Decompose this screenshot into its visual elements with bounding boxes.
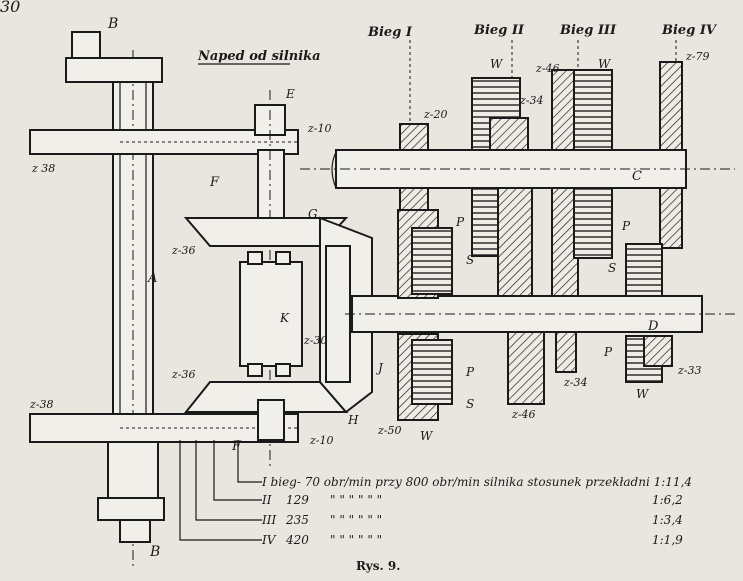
ratio-gear: III: [261, 513, 276, 527]
ratio-rpm: 129: [286, 493, 309, 507]
ratio-row-3: III 235 " " " " " " 1:3,4: [261, 513, 683, 527]
label-H: H: [347, 413, 359, 427]
ratio-ditto: " " " " " ": [330, 493, 382, 507]
shaft-D: [345, 295, 735, 333]
label-F-bottom: F: [231, 439, 242, 454]
teeth-z34-top: z-34: [519, 94, 544, 107]
label-bieg-2: Bieg II: [473, 23, 525, 38]
ratio-rpm: 420: [285, 533, 309, 547]
teeth-z36-top: z-36: [171, 244, 196, 257]
teeth-z38-top: z 38: [31, 162, 55, 175]
ratio-value: 1:1,9: [652, 533, 683, 547]
teeth-z30: z-30: [303, 334, 328, 347]
label-G: G: [308, 207, 318, 221]
label-bieg-4: Bieg IV: [661, 23, 718, 38]
ratio-leaders: [179, 440, 262, 541]
drive-label: Naped od silnika: [197, 49, 321, 64]
shaft-F-bottom: [257, 399, 285, 441]
ratio-ditto: " " " " " ": [330, 513, 382, 527]
ratio-value: 1:6,2: [652, 493, 683, 507]
teeth-z79: z-79: [685, 50, 710, 63]
boss-B-top: [65, 31, 163, 83]
label-bieg-1: Bieg I: [367, 25, 413, 40]
label-P-3: P: [465, 365, 475, 379]
boss-B-bottom: [97, 439, 165, 543]
label-W-2: W: [490, 57, 504, 71]
label-D: D: [647, 319, 659, 334]
gear-z50-assembly: [397, 209, 453, 421]
ratio-gear: II: [261, 493, 272, 507]
ratio-row-4: IV 420 " " " " " " 1:1,9: [261, 533, 683, 547]
bevel-gear-G: [183, 216, 373, 414]
label-C: C: [632, 169, 642, 184]
clutch-K: [239, 251, 303, 377]
teeth-z33: z-33: [677, 364, 702, 377]
label-B-bottom: B: [149, 544, 160, 560]
gear-z38-bottom: [29, 413, 299, 443]
shaft-C: [300, 149, 735, 189]
label-E: E: [285, 87, 295, 101]
label-A: A: [147, 271, 157, 286]
label-S-1: S: [466, 253, 474, 267]
gear-z38-top: [29, 129, 299, 155]
label-J: J: [375, 361, 384, 375]
label-S-3: S: [466, 397, 474, 411]
gear-bieg-3: [551, 40, 613, 373]
label-bieg-3: Bieg III: [559, 23, 617, 38]
ratio-row-1: I bieg- 70 obr/min przy 800 obr/min siln…: [261, 475, 692, 489]
teeth-z10-top: z-10: [307, 122, 332, 135]
figure-caption: Rys. 9.: [356, 559, 400, 573]
teeth-z20: z-20: [423, 108, 448, 121]
label-K: K: [279, 311, 290, 325]
teeth-z50: z-50: [377, 424, 402, 437]
teeth-z46-bottom: z-46: [511, 408, 536, 421]
ratio-gear: IV: [261, 533, 277, 547]
gear-z20: [399, 40, 429, 211]
gear-bieg-2: [471, 40, 545, 405]
label-P-2: P: [621, 219, 631, 233]
teeth-z46-top: z-46: [535, 62, 560, 75]
corner-mark: 30: [0, 0, 20, 16]
label-S-2: S: [608, 261, 616, 275]
ratio-row-2: II 129 " " " " " " 1:6,2: [261, 493, 683, 507]
label-B-top: B: [107, 16, 118, 32]
label-W-bottom: W: [420, 429, 434, 443]
label-F-top: F: [209, 175, 220, 190]
label-W-lower: W: [636, 387, 650, 401]
label-P-4: P: [603, 345, 613, 359]
ratio-value: 1:3,4: [652, 513, 683, 527]
label-P-1: P: [455, 215, 465, 229]
label-W-3: W: [598, 57, 612, 71]
ratio-rpm: 235: [285, 513, 309, 527]
teeth-z36-bottom: z-36: [171, 368, 196, 381]
ratio-ditto: " " " " " ": [330, 533, 382, 547]
teeth-z10-bottom: z-10: [309, 434, 334, 447]
teeth-z38-bottom: z-38: [29, 398, 54, 411]
teeth-z34-bottom: z-34: [563, 376, 588, 389]
gear-bieg-4: [625, 40, 683, 383]
